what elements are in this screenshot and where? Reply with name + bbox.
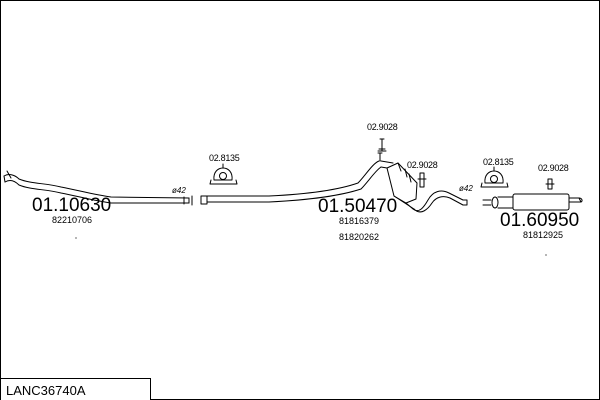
clamp-mid-drawing (417, 172, 427, 188)
front-pipe-drawing (3, 170, 193, 206)
part-ref-rear-silencer: 81812925 (523, 230, 564, 240)
pipe-diameter-front: ø42 (172, 186, 186, 195)
part-code-mount-right: 02.8135 (483, 157, 514, 167)
part-code-rear-silencer: 01.60950 (500, 210, 580, 231)
part-ref-center-pipe-2: 81820262 (339, 232, 380, 242)
part-code-mount-left: 02.8135 (209, 153, 240, 163)
diagram-title: LANC36740A (6, 383, 86, 398)
part-code-clamp-right: 02.9028 (538, 163, 569, 173)
part-ref-center-pipe-1: 81816379 (339, 216, 380, 226)
part-code-clamp-center: 02.9028 (367, 122, 398, 132)
part-ref-front-pipe: 82210706 (52, 215, 93, 225)
rubber-mount-right-drawing (480, 166, 509, 188)
rear-silencer-drawing (482, 193, 583, 211)
clamp-right-drawing (545, 178, 555, 190)
part-code-clamp-mid: 02.9028 (407, 160, 438, 170)
part-code-front-pipe: 01.10630 (32, 195, 112, 216)
center-pipe-drawing (200, 152, 468, 213)
title-box: LANC36740A (1, 378, 151, 400)
pipe-diameter-rear: ø42 (459, 184, 473, 193)
clamp-center-drawing (377, 138, 387, 152)
rubber-mount-left-drawing (209, 163, 238, 185)
part-code-center-pipe: 01.50470 (318, 196, 398, 217)
